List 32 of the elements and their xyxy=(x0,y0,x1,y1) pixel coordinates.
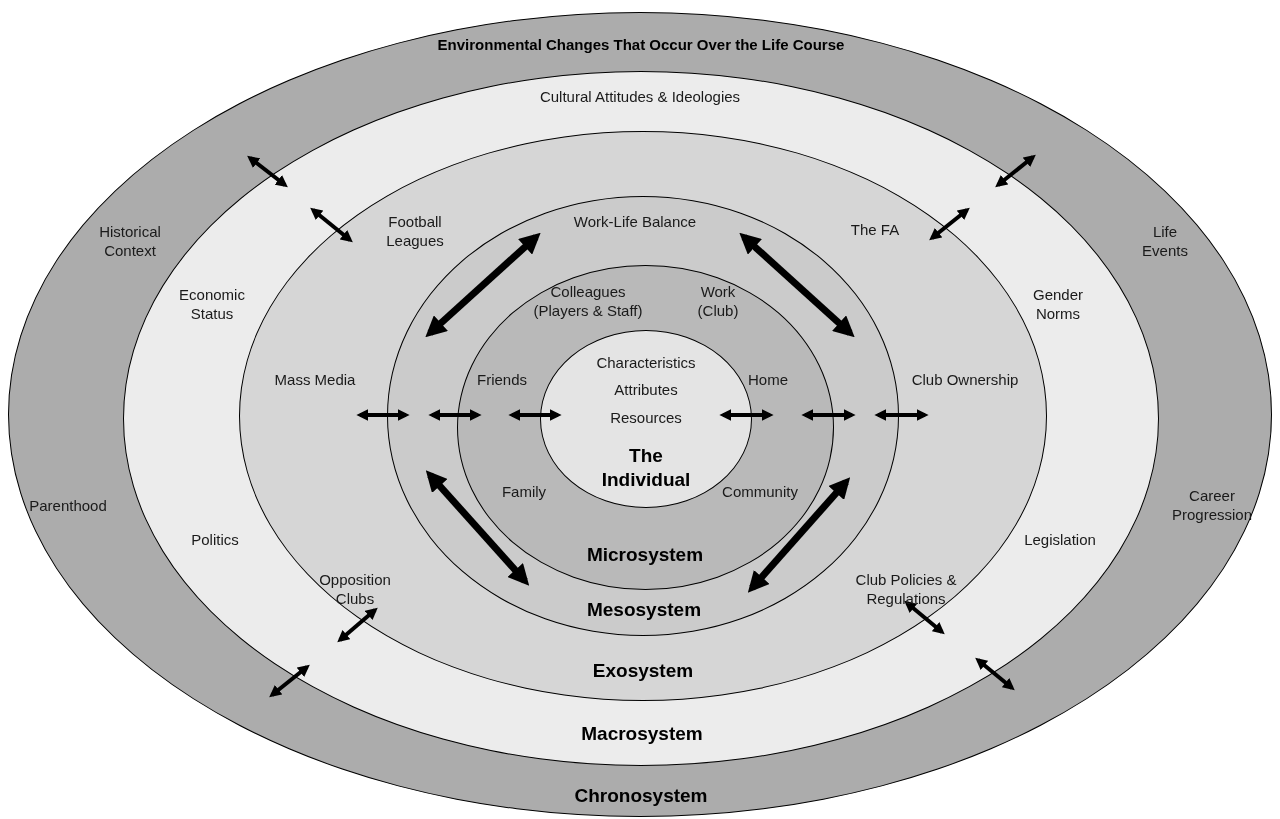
factor-label: Home xyxy=(747,370,789,390)
factor-label: Work (Club) xyxy=(696,283,740,321)
attribute-label: Resources xyxy=(609,408,683,428)
factor-label: Friends xyxy=(476,370,528,390)
factor-label: Politics xyxy=(190,530,240,550)
system-name: Microsystem xyxy=(585,543,705,567)
ring-title: Environmental Changes That Occur Over the Life Course xyxy=(436,35,846,55)
system-name: The Individual xyxy=(600,444,692,492)
factor-label: Gender Norms xyxy=(1031,286,1084,324)
factor-label: Historical Context xyxy=(98,223,162,261)
factor-label: Mass Media xyxy=(273,370,357,390)
attribute-label: Characteristics xyxy=(595,353,697,373)
factor-label: Work-Life Balance xyxy=(572,212,698,232)
factor-label: Legislation xyxy=(1023,530,1097,550)
factor-label: Club Ownership xyxy=(910,370,1020,390)
factor-label: Economic Status xyxy=(178,286,246,324)
system-name: Macrosystem xyxy=(580,722,704,746)
factor-label: Colleagues (Players & Staff) xyxy=(532,283,644,321)
factor-label: Cultural Attitudes & Ideologies xyxy=(538,87,742,107)
system-name: Mesosystem xyxy=(585,598,703,622)
factor-label: Community xyxy=(721,482,799,502)
attribute-label: Attributes xyxy=(613,380,679,400)
factor-label: Family xyxy=(500,482,548,502)
system-name: Exosystem xyxy=(591,659,695,683)
factor-label: Career Progression xyxy=(1170,487,1253,525)
system-name: Chronosystem xyxy=(573,784,709,808)
factor-label: Parenthood xyxy=(28,496,108,516)
factor-label: Life Events xyxy=(1141,223,1189,261)
factor-label: The FA xyxy=(849,220,901,240)
factor-label: Football Leagues xyxy=(385,213,445,251)
factor-label: Club Policies & Regulations xyxy=(854,571,958,609)
factor-label: Opposition Clubs xyxy=(318,571,392,609)
